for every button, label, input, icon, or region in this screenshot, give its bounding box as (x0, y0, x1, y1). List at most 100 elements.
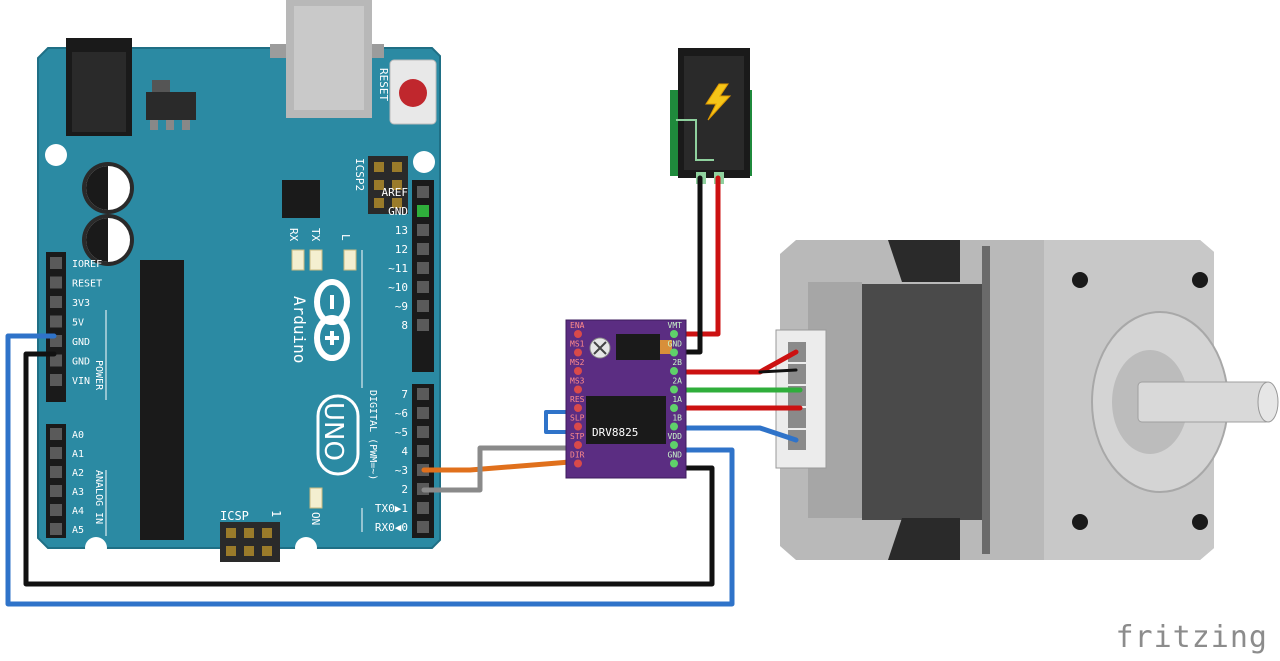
digital-pin-label: AREF (382, 186, 409, 199)
digital-pin-label: 4 (401, 445, 408, 458)
barrel-jack (66, 38, 132, 136)
header-pin[interactable] (417, 205, 429, 217)
header-pin[interactable] (50, 257, 62, 269)
driver-pin[interactable] (574, 441, 582, 449)
header-pin[interactable] (50, 466, 62, 478)
power-pin-label: GND (72, 337, 90, 348)
driver-pin[interactable] (574, 385, 582, 394)
header-pin[interactable] (50, 485, 62, 497)
header-pin[interactable] (50, 504, 62, 516)
mount-hole (295, 537, 317, 559)
header-pin[interactable] (50, 296, 62, 308)
driver-pin[interactable] (574, 367, 582, 375)
reset-button[interactable] (389, 59, 437, 125)
driver-pin-label: GND (668, 451, 683, 460)
driver-pin-label: 1A (672, 395, 682, 404)
motor-connector (775, 329, 827, 469)
capacitor (82, 162, 134, 214)
header-pin[interactable] (50, 354, 62, 367)
header-pin[interactable] (417, 502, 429, 514)
wire-gnd-black[interactable] (23, 351, 715, 587)
digital-pin-label: 2 (401, 483, 408, 496)
digital-pin-label: ~6 (395, 407, 408, 420)
header-pin[interactable] (417, 426, 429, 438)
driver-pin[interactable] (670, 422, 678, 431)
header-pin[interactable] (417, 243, 429, 255)
wire-motor-black[interactable] (758, 368, 798, 374)
digital-pin-label: 13 (395, 224, 408, 237)
analog-pin-label: A4 (72, 506, 84, 517)
driver-pin[interactable] (670, 367, 678, 375)
uno-badge: UNO (316, 394, 360, 476)
power-pin-label: IOREF (72, 259, 102, 270)
header-pin[interactable] (50, 374, 62, 386)
header-pin[interactable] (50, 447, 62, 459)
header-pin[interactable] (417, 262, 429, 274)
lightning-icon (705, 83, 732, 121)
header-pin[interactable] (417, 407, 429, 419)
l-led (343, 249, 357, 271)
header-pin[interactable] (417, 319, 429, 331)
driver-pin-label: MS3 (570, 377, 585, 386)
on-label: ON (309, 512, 322, 525)
header-pin[interactable] (417, 521, 429, 533)
driver-pin-label: DIR (570, 451, 585, 460)
driver-chip-label: DRV8825 (592, 426, 638, 439)
driver-pin-label: ENA (570, 321, 585, 330)
on-led (309, 487, 323, 509)
icsp-pin1-label: 1 (269, 510, 283, 517)
driver-pin[interactable] (574, 330, 582, 338)
driver-pin-label: VMT (668, 321, 683, 330)
wire-res-slp-blue[interactable] (544, 410, 582, 434)
header-pin[interactable] (50, 315, 62, 328)
driver-pin[interactable] (574, 404, 582, 412)
header-pin[interactable] (417, 281, 429, 293)
power-label: POWER (93, 360, 104, 391)
header-pin[interactable] (50, 428, 62, 440)
microcontroller-chip (140, 260, 184, 540)
driver-pin[interactable] (670, 348, 678, 357)
icsp2-label: ICSP2 (353, 158, 366, 191)
header-pin[interactable] (50, 523, 62, 535)
wire-5v-blue[interactable] (5, 333, 735, 607)
driver-pin[interactable] (670, 459, 678, 468)
driver-pin[interactable] (574, 422, 582, 431)
header-pin[interactable] (417, 186, 429, 198)
analog-pin-label: A0 (72, 430, 84, 441)
digital-pin-label: ~10 (388, 281, 408, 294)
header-pin[interactable] (417, 224, 429, 236)
wires (5, 175, 803, 607)
header-pin[interactable] (50, 276, 62, 289)
header-pin[interactable] (417, 445, 429, 457)
analog-pin-label: A5 (72, 525, 84, 536)
wire-vmt-red[interactable] (673, 175, 721, 337)
usb-connector (270, 0, 384, 118)
wire-1b-blue[interactable] (673, 425, 799, 443)
voltage-regulator (146, 80, 196, 130)
arduino-brand-label: Arduino (290, 296, 309, 363)
rx-label: RX (287, 228, 300, 242)
header-pin[interactable] (417, 300, 429, 312)
icsp2-header (368, 156, 408, 214)
driver-pin-label: 2A (672, 377, 682, 386)
mount-hole (413, 151, 435, 173)
stepper-motor (775, 240, 1279, 560)
power-pin-label: 3V3 (72, 298, 90, 309)
digital-pin-label: TX0▶1 (375, 502, 408, 515)
usb-interface-chip (282, 180, 320, 218)
wire-stp-gray[interactable] (421, 445, 573, 493)
driver-pin[interactable] (574, 348, 582, 357)
wire-dir-orange[interactable] (421, 459, 573, 473)
driver-pin[interactable] (670, 385, 678, 394)
driver-pin[interactable] (670, 330, 678, 338)
l-label: L (339, 234, 352, 241)
driver-pin-label: 2B (672, 358, 682, 367)
driver-pin[interactable] (670, 404, 678, 412)
header-pin[interactable] (417, 388, 429, 400)
driver-pin[interactable] (574, 459, 582, 468)
driver-chip (586, 396, 666, 444)
tx-led (309, 249, 323, 271)
driver-pin[interactable] (670, 441, 678, 449)
